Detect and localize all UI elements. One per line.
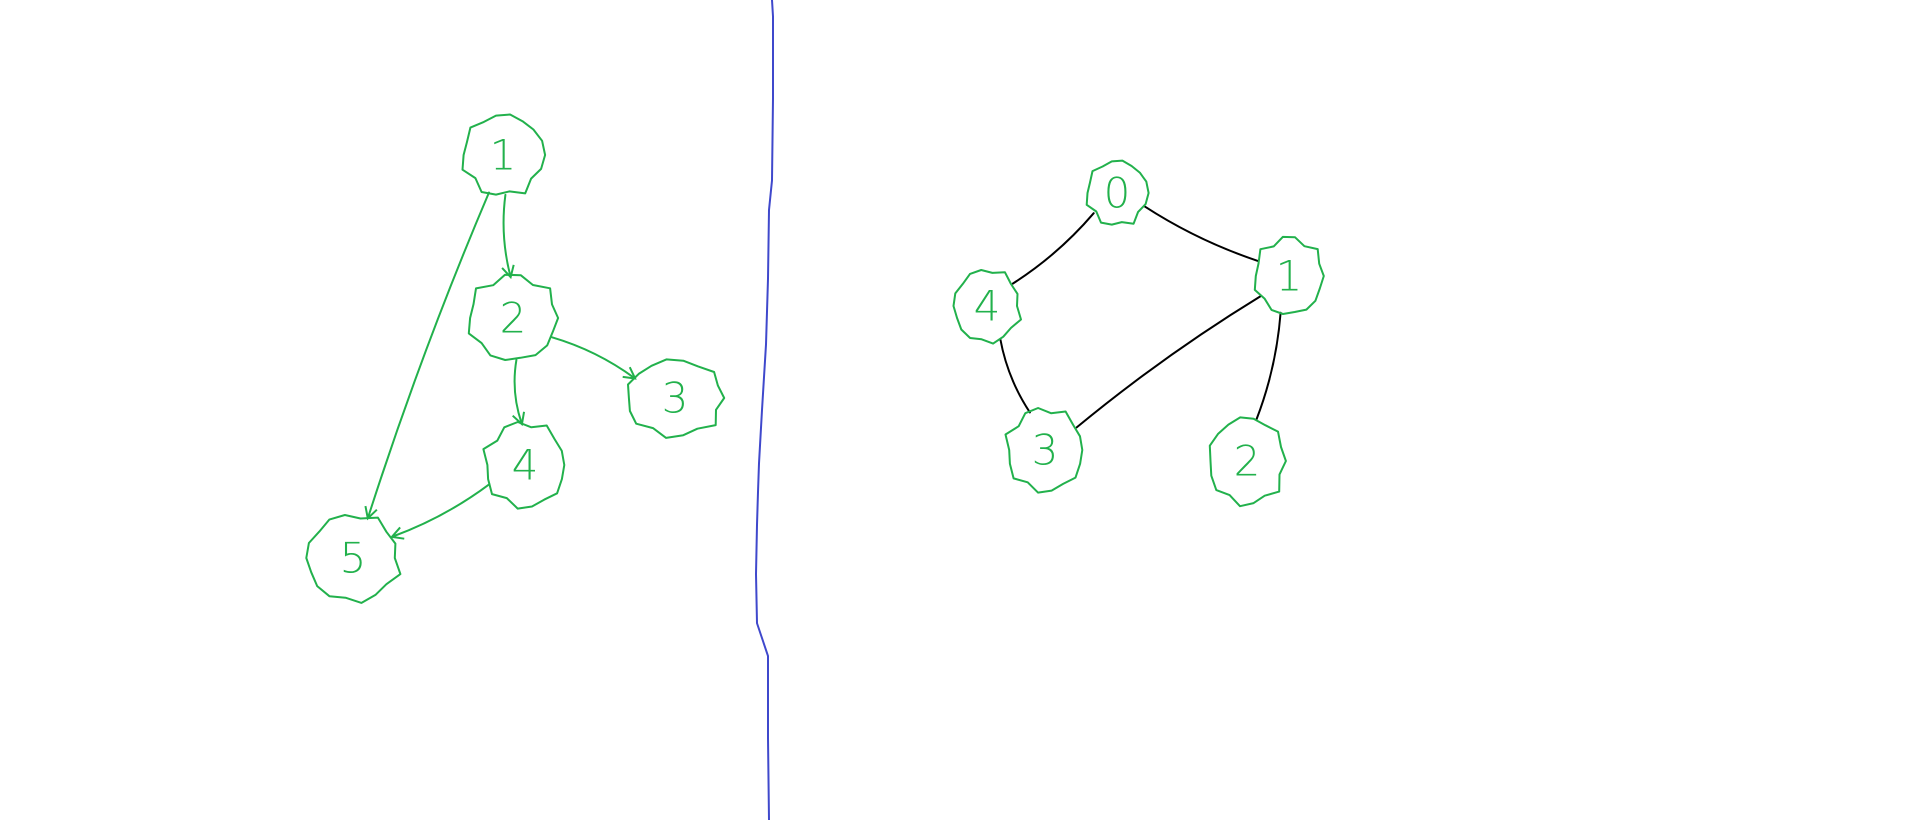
divider-line	[755, 0, 774, 820]
directed-node-1: 1	[461, 113, 547, 196]
undirected-edge-0-4	[1011, 212, 1095, 285]
undirected-edge-1-3	[1075, 295, 1262, 429]
undirected-graph-edges	[999, 205, 1282, 429]
undirected-edge-4-3	[999, 338, 1031, 414]
directed-node-2-label: 2	[500, 294, 527, 343]
undirected-node-0-label: 0	[1104, 169, 1131, 218]
undirected-node-2-label: 2	[1234, 437, 1261, 486]
undirected-node-3-label: 3	[1032, 426, 1059, 475]
directed-node-4: 4	[482, 421, 566, 510]
undirected-node-3-circle	[1004, 407, 1084, 494]
undirected-node-4-label: 4	[974, 282, 1001, 331]
directed-node-3-circle	[627, 358, 726, 439]
undirected-edge-0-1	[1143, 205, 1259, 262]
undirected-edge-1-2	[1255, 311, 1282, 421]
directed-node-3-label: 3	[662, 374, 689, 423]
directed-edge-1-5	[368, 191, 490, 518]
undirected-node-0-circle	[1085, 159, 1150, 226]
directed-node-4-circle	[482, 421, 566, 510]
directed-node-4-label: 4	[512, 441, 539, 490]
undirected-node-2-circle	[1208, 416, 1287, 508]
directed-node-1-label: 1	[490, 131, 517, 180]
directed-node-5-circle	[305, 514, 402, 604]
undirected-node-0: 0	[1085, 159, 1150, 226]
directed-edge-1-2	[504, 193, 511, 276]
directed-graph-nodes: 1 2 3 4 5	[305, 113, 726, 604]
undirected-node-1-circle	[1253, 235, 1325, 315]
directed-edge-2-4	[515, 358, 522, 423]
undirected-node-4-circle	[952, 269, 1022, 345]
undirected-node-1: 1	[1253, 235, 1325, 315]
undirected-node-3: 3	[1004, 407, 1084, 494]
undirected-graph-nodes: 0 1 2 3 4	[952, 159, 1325, 508]
directed-node-5-label: 5	[340, 534, 367, 583]
directed-node-5: 5	[305, 514, 402, 604]
undirected-node-2: 2	[1208, 416, 1287, 508]
directed-node-3: 3	[627, 358, 726, 439]
directed-edge-4-5	[393, 483, 491, 536]
directed-node-1-circle	[461, 113, 547, 196]
undirected-node-4: 4	[952, 269, 1022, 345]
directed-node-2: 2	[467, 273, 560, 361]
directed-node-2-circle	[467, 273, 560, 361]
undirected-node-1-label: 1	[1276, 252, 1303, 301]
directed-graph-edges	[368, 191, 634, 537]
directed-edge-2-3	[551, 336, 634, 378]
